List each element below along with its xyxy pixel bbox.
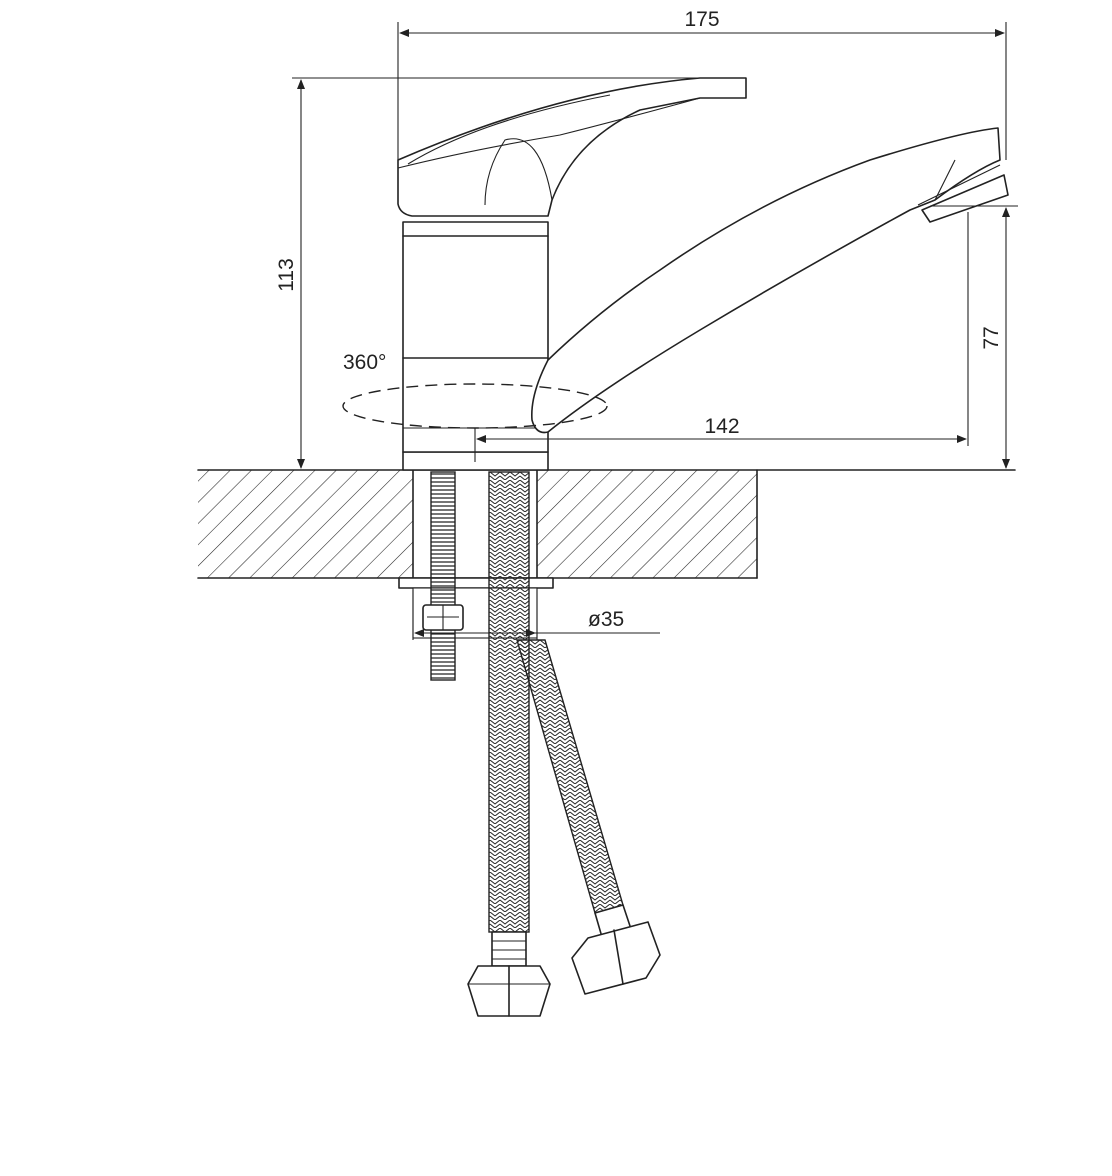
threaded-stud <box>422 471 464 681</box>
dimension-overall-width: 175 <box>397 8 1007 160</box>
mount-hole-label: ø35 <box>588 608 624 631</box>
dimension-height: 113 <box>275 77 746 469</box>
spout-height-label: 77 <box>980 326 1003 349</box>
height-label: 113 <box>275 258 298 291</box>
lever-handle <box>397 77 747 217</box>
countertop-section <box>197 469 1016 579</box>
hose-right <box>516 639 661 995</box>
dimension-mount-hole: ø35 <box>412 590 660 640</box>
overall-width-label: 175 <box>684 8 719 31</box>
spout <box>531 127 1009 434</box>
dimension-spout-height: 77 <box>930 205 1018 469</box>
dimension-spout-reach: 142 <box>474 212 969 462</box>
spout-reach-label: 142 <box>704 415 739 438</box>
hose-left <box>467 471 551 1017</box>
rotation-label: 360° <box>343 351 386 374</box>
mounting-plate <box>398 577 554 639</box>
